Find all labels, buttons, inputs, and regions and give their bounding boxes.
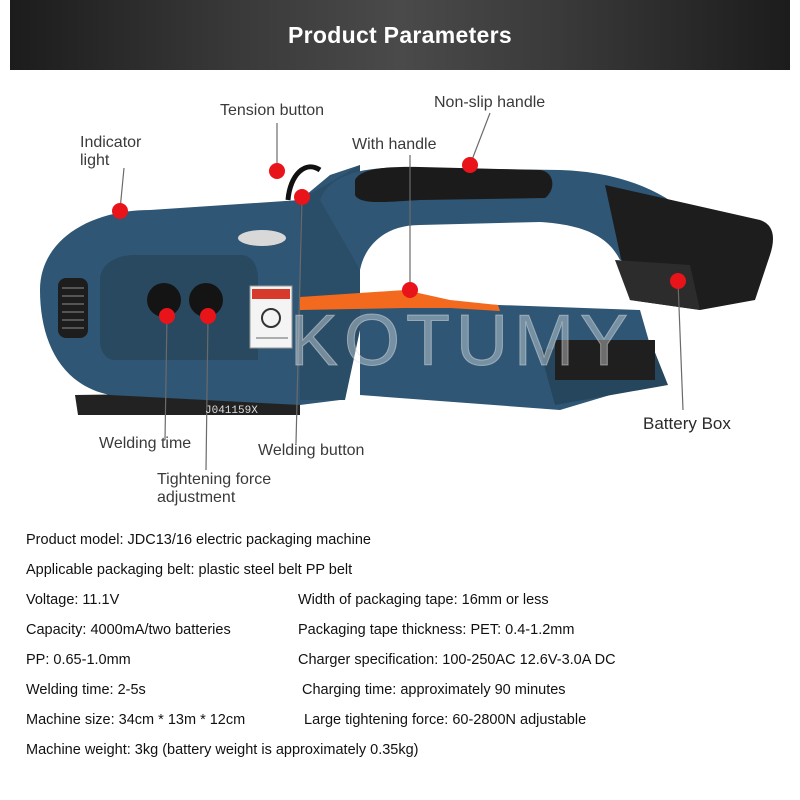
spec-left: Machine weight: 3kg (battery weight is a… <box>26 742 419 758</box>
page-title: Product Parameters <box>288 21 512 48</box>
callout-welding-time: Welding time <box>99 435 192 452</box>
tension-lever <box>285 164 322 201</box>
non-slip-grip <box>355 166 553 203</box>
callout-indicator-light: Indicator light <box>80 134 142 169</box>
header-banner: Product Parameters <box>10 0 790 70</box>
spec-right: Packaging tape thickness: PET: 0.4-1.2mm <box>298 622 575 638</box>
spec-row: Voltage: 11.1V Width of packaging tape: … <box>26 588 786 618</box>
spec-right: Large tightening force: 60-2800N adjusta… <box>304 712 587 728</box>
model-plate-text: J041159X <box>205 405 258 417</box>
spec-left: Welding time: 2-5s <box>26 682 146 698</box>
spec-left: Applicable packaging belt: plastic steel… <box>26 562 353 578</box>
spec-row: PP: 0.65-1.0mm Charger specification: 10… <box>26 648 786 678</box>
warning-label <box>249 285 293 349</box>
callout-non-slip-handle: Non-slip handle <box>434 94 546 111</box>
callout-welding-button: Welding button <box>258 442 365 459</box>
spec-row: Capacity: 4000mA/two batteries Packaging… <box>26 618 786 648</box>
spec-left: Capacity: 4000mA/two batteries <box>26 622 231 638</box>
spec-right: Charger specification: 100-250AC 12.6V-3… <box>298 652 616 668</box>
brand-watermark: KOTUMY <box>289 301 635 382</box>
strapping-machine-drawing: J041159X <box>40 112 773 471</box>
spec-left: Product model: JDC13/16 electric packagi… <box>26 532 371 548</box>
spec-row: Product model: JDC13/16 electric packagi… <box>26 528 786 558</box>
spec-row: Machine weight: 3kg (battery weight is a… <box>26 738 786 768</box>
spec-right: Charging time: approximately 90 minutes <box>302 682 566 698</box>
battery-slot <box>555 340 655 380</box>
callout-tension-button: Tension button <box>220 102 325 119</box>
spec-list: Product model: JDC13/16 electric packagi… <box>26 528 786 768</box>
product-illustration: J041159X KOTUMY Indicator light Tension … <box>0 80 800 520</box>
spec-right: Width of packaging tape: 16mm or less <box>298 592 549 608</box>
spec-row: Applicable packaging belt: plastic steel… <box>26 558 786 588</box>
spec-left: PP: 0.65-1.0mm <box>26 652 131 668</box>
release-lever <box>300 290 500 311</box>
vent-grille <box>58 278 88 338</box>
callout-tightening-force: Tightening force adjustment <box>157 471 272 506</box>
callout-battery-box: Battery Box <box>643 414 731 433</box>
tightening-force-knob <box>189 283 223 317</box>
callout-with-handle: With handle <box>352 136 437 153</box>
callout-lines <box>119 112 684 471</box>
brand-badge <box>238 230 286 246</box>
callout-markers <box>112 157 686 324</box>
spec-left: Machine size: 34cm * 13m * 12cm <box>26 712 246 728</box>
spec-row: Machine size: 34cm * 13m * 12cm Large ti… <box>26 708 786 738</box>
spec-row: Welding time: 2-5s Charging time: approx… <box>26 678 786 708</box>
spec-left: Voltage: 11.1V <box>26 592 120 608</box>
welding-time-knob <box>147 283 181 317</box>
